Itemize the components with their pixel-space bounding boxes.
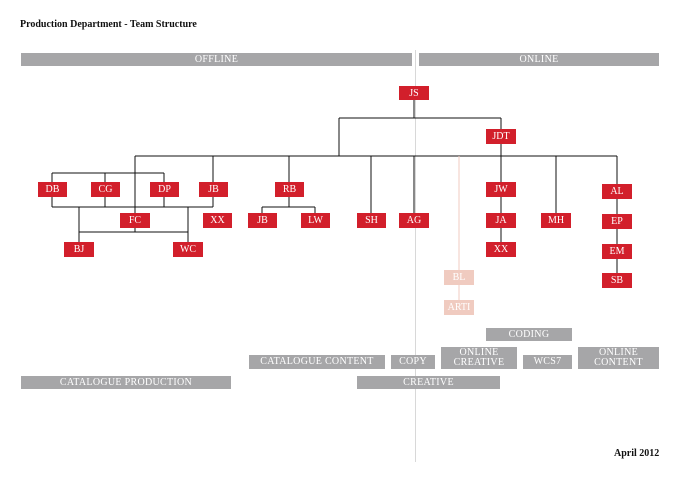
node-js: JS — [399, 86, 429, 100]
node-dp: DP — [150, 182, 179, 197]
node-xx: XX — [203, 213, 232, 228]
node-db: DB — [38, 182, 67, 197]
node-ag: AG — [399, 213, 429, 228]
page-title: Production Department - Team Structure — [20, 19, 197, 30]
node-ja: JA — [486, 213, 516, 228]
node-cg: CG — [91, 182, 120, 197]
node-wc: WC — [173, 242, 203, 257]
team-online-content: ONLINE CONTENT — [578, 347, 659, 369]
node-em: EM — [602, 244, 632, 259]
node-jdt: JDT — [486, 129, 516, 144]
node-xx-2: XX — [486, 242, 516, 257]
divider — [415, 50, 416, 462]
team-coding: CODING — [486, 328, 572, 341]
node-arti: ARTI — [444, 300, 474, 315]
team-copy: COPY — [391, 355, 435, 369]
team-creative: CREATIVE — [357, 376, 500, 389]
team-catalogue-content: CATALOGUE CONTENT — [249, 355, 385, 369]
node-al: AL — [602, 184, 632, 199]
node-jw: JW — [486, 182, 516, 197]
node-fc: FC — [120, 213, 150, 228]
node-sh: SH — [357, 213, 386, 228]
node-rb: RB — [275, 182, 304, 197]
date-label: April 2012 — [614, 448, 660, 459]
node-bl: BL — [444, 270, 474, 285]
team-catalogue-production: CATALOGUE PRODUCTION — [21, 376, 231, 389]
node-jb-2: JB — [248, 213, 277, 228]
team-wcs7: WCS7 — [523, 355, 572, 369]
node-lw: LW — [301, 213, 330, 228]
section-online: ONLINE — [419, 53, 659, 66]
node-mh: MH — [541, 213, 571, 228]
team-online-creative: ONLINE CREATIVE — [441, 347, 517, 369]
node-jb: JB — [199, 182, 228, 197]
node-ep: EP — [602, 214, 632, 229]
node-bj: BJ — [64, 242, 94, 257]
section-offline: OFFLINE — [21, 53, 412, 66]
node-sb: SB — [602, 273, 632, 288]
